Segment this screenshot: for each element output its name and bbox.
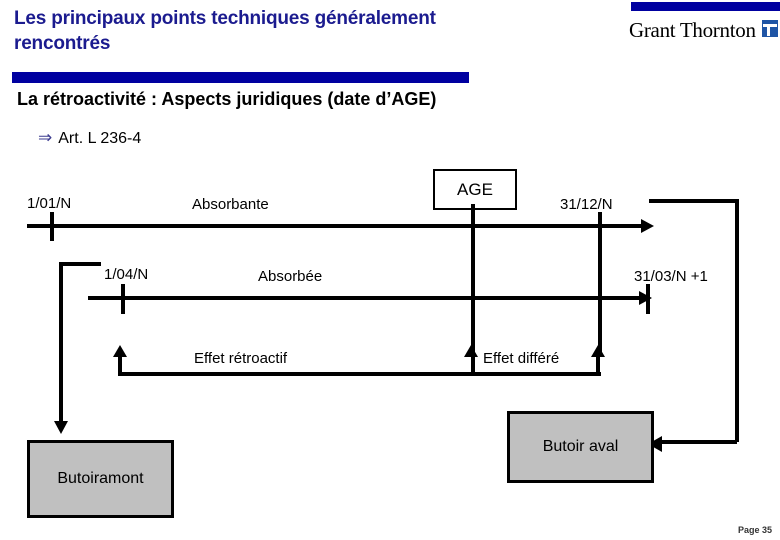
label-end-absorbee: 31/03/N +1 — [634, 268, 708, 285]
amont-connector-horizontal — [59, 262, 101, 266]
butoir-amont-label-line2: amont — [99, 470, 144, 487]
bracket-differe-right-stem — [596, 356, 600, 374]
butoir-amont-box: Butoir amont — [27, 440, 174, 518]
page-number: Page 35 — [737, 525, 772, 535]
bracket-differe-left-arrowhead — [464, 345, 478, 357]
butoir-amont-label-line1: Butoir — [57, 470, 100, 487]
timeline-absorbante-axis — [27, 224, 649, 228]
double-arrow-icon: ⇒ — [38, 128, 53, 147]
aval-connector-bottom — [661, 440, 737, 444]
drop-31-12-N — [598, 224, 602, 357]
label-end-absorbante: 31/12/N — [560, 196, 613, 213]
bracket-retroactif-bar — [118, 372, 474, 376]
grant-thornton-mark-icon — [762, 20, 778, 37]
bullet-item-label: Art. L 236-4 — [58, 130, 142, 147]
label-absorbee: Absorbée — [258, 268, 323, 285]
logo-accent-bar — [631, 2, 780, 11]
tick-1-04-N — [121, 284, 125, 314]
label-effet-retroactif: Effet rétroactif — [194, 350, 288, 367]
age-vertical-connector — [471, 204, 475, 376]
aval-connector-top — [649, 199, 739, 203]
bullet-item-article: ⇒ Art. L 236-4 — [38, 128, 141, 148]
age-box: AGE — [433, 169, 517, 210]
timeline-absorbee-axis — [88, 296, 647, 300]
bracket-retroactif-left-stem — [118, 356, 122, 374]
timeline-absorbante-arrowhead — [641, 219, 654, 233]
label-start-absorbante: 1/01/N — [27, 195, 72, 212]
tick-31-03-N-plus-1 — [646, 284, 650, 314]
tick-1-01-N — [50, 212, 54, 241]
page-title: Les principaux points techniques général… — [14, 8, 436, 55]
bracket-differe-right-arrowhead — [591, 345, 605, 357]
butoir-aval-box: Butoir aval — [507, 411, 654, 483]
label-start-absorbee: 1/04/N — [104, 266, 149, 283]
amont-connector-vertical — [59, 262, 63, 422]
aval-connector-vertical — [735, 199, 739, 442]
label-absorbante: Absorbante — [192, 196, 269, 213]
bracket-retroactif-left-arrowhead — [113, 345, 127, 357]
bracket-differe-bar — [469, 372, 601, 376]
title-divider-bar — [12, 72, 469, 83]
butoir-aval-label: Butoir aval — [542, 438, 619, 455]
label-effet-differe: Effet différé — [483, 350, 560, 367]
grant-thornton-logo-text: Grant Thornton — [629, 18, 756, 42]
section-subtitle: La rétroactivité : Aspects juridiques (d… — [17, 89, 437, 109]
amont-connector-arrowhead — [54, 421, 68, 434]
